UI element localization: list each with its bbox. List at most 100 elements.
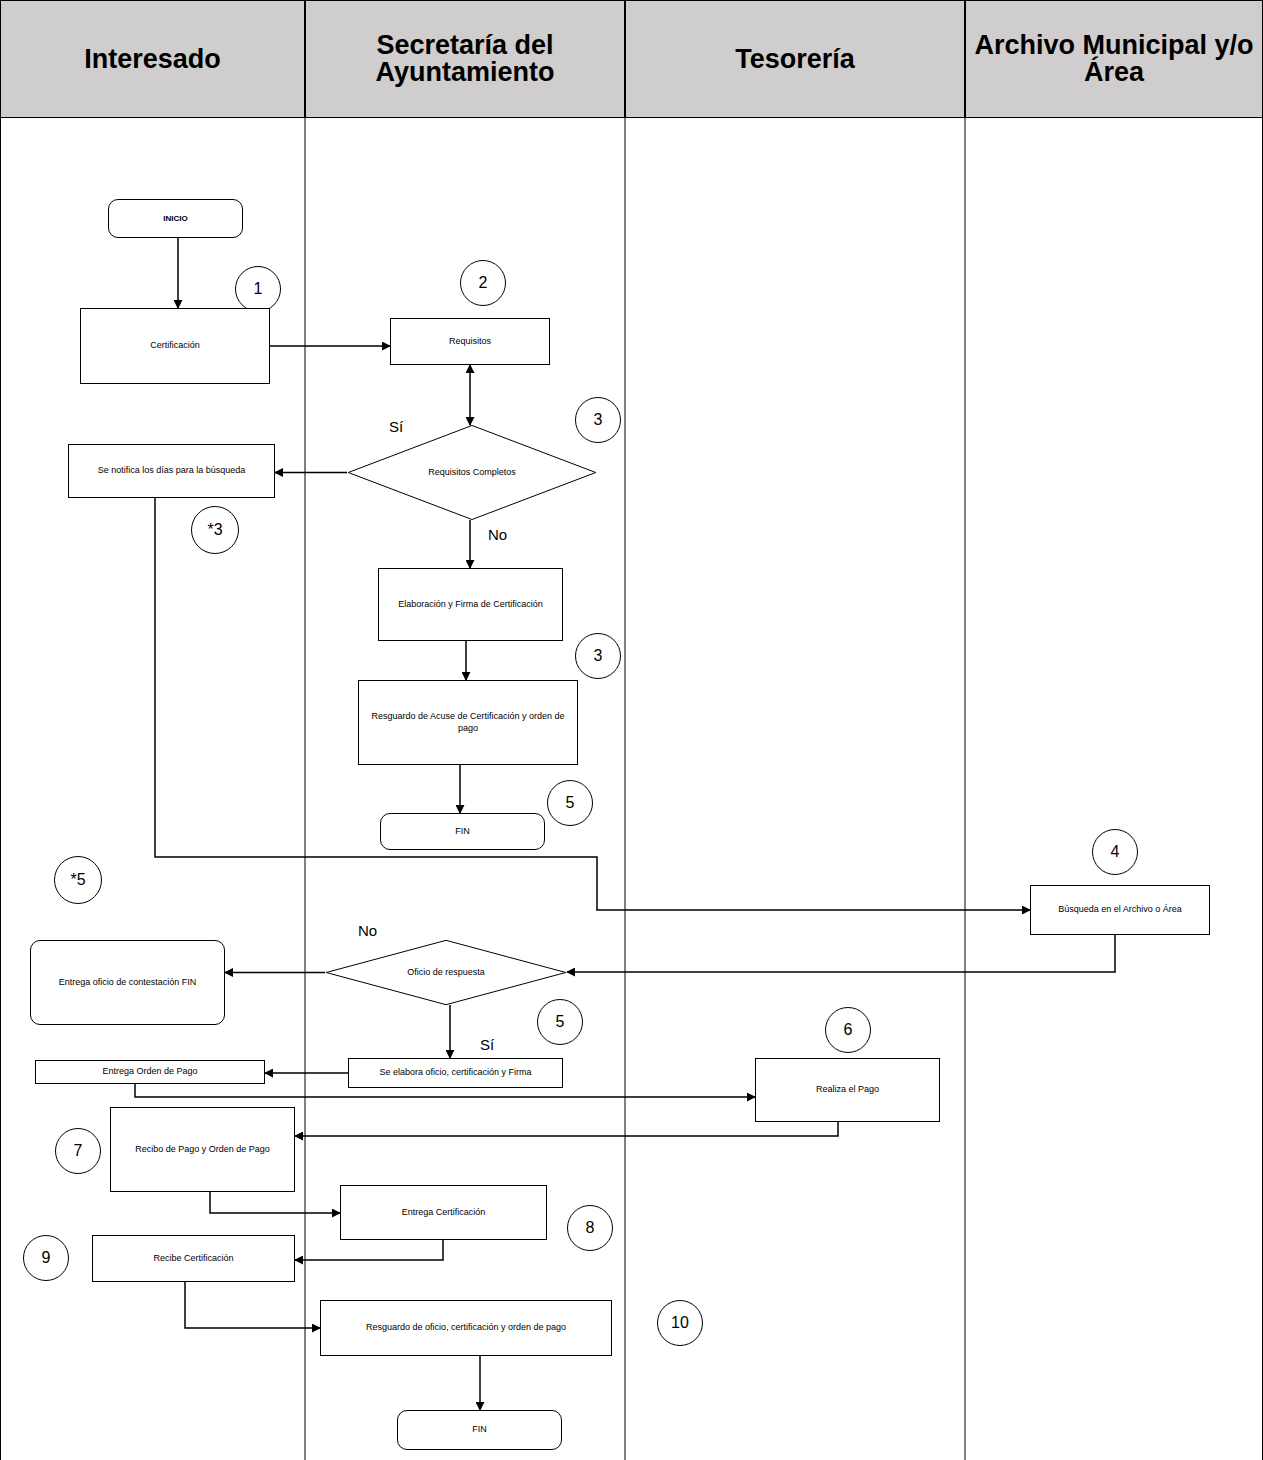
callout-number: 10 (657, 1300, 703, 1346)
callout-number: 2 (460, 260, 506, 306)
node-text: 5 (566, 795, 575, 811)
node-text: 4 (1111, 844, 1120, 860)
node-text: Requisitos Completos (428, 467, 516, 479)
node-text: FIN (455, 826, 470, 837)
connector-arrow (449, 1005, 451, 1058)
decision-diamond: Requisitos Completos (347, 425, 597, 520)
connector-arrow (469, 520, 471, 568)
terminator: INICIO (108, 199, 243, 238)
process-box: Entrega Orden de Pago (35, 1060, 265, 1084)
node-text: INICIO (163, 214, 187, 224)
callout-number: 5 (537, 999, 583, 1045)
node-text: FIN (472, 1424, 487, 1435)
edge-label: Sí (478, 1036, 496, 1053)
connector-arrow (479, 1356, 481, 1410)
connector-arrow (295, 1240, 443, 1260)
callout-number: 9 (23, 1235, 69, 1281)
node-text: Recibe Certificación (153, 1253, 233, 1264)
edge-label: Sí (387, 418, 405, 435)
node-text: *3 (207, 522, 222, 538)
callout-number: 8 (567, 1205, 613, 1251)
terminator: Entrega oficio de contestación FIN (30, 940, 225, 1025)
node-text: 8 (586, 1220, 595, 1236)
lane-header: Interesado (0, 0, 305, 118)
edge-label: No (486, 526, 509, 543)
connector-arrow (265, 1072, 348, 1074)
node-text: 1 (254, 281, 263, 297)
node-text: 9 (42, 1250, 51, 1266)
node-text: 10 (671, 1315, 689, 1331)
connector-arrow (275, 472, 347, 474)
connector-arrow (567, 935, 1115, 972)
node-text: Interesado (84, 46, 221, 73)
process-box: Elaboración y Firma de Certificación (378, 568, 563, 641)
node-text: Resguardo de oficio, certificación y ord… (366, 1322, 566, 1333)
lane-divider (965, 118, 966, 1460)
node-text: Recibo de Pago y Orden de Pago (135, 1144, 270, 1155)
lane-header: Archivo Municipal y/o Área (965, 0, 1263, 118)
process-box: Realiza el Pago (755, 1058, 940, 1122)
node-text: Entrega Certificación (402, 1207, 486, 1218)
connector-arrow (295, 1122, 838, 1136)
node-text: 7 (74, 1143, 83, 1159)
node-text: Entrega Orden de Pago (102, 1066, 197, 1077)
lane-header: Tesorería (625, 0, 965, 118)
callout-number: 7 (55, 1128, 101, 1174)
node-text: Tesorería (735, 46, 855, 73)
lane-border (0, 0, 1, 1460)
lane-header: Secretaría del Ayuntamiento (305, 0, 625, 118)
terminator: FIN (380, 813, 545, 850)
node-text: 3 (594, 648, 603, 664)
node-text: Entrega oficio de contestación FIN (59, 977, 197, 988)
node-text: Realiza el Pago (816, 1084, 879, 1095)
process-box: Requisitos (390, 318, 550, 365)
connector-arrow (469, 365, 471, 425)
connector-arrow (185, 1282, 320, 1328)
process-box: Recibe Certificación (92, 1235, 295, 1282)
process-box: Resguardo de oficio, certificación y ord… (320, 1300, 612, 1356)
process-box: Se notifica los días para la búsqueda (68, 444, 275, 498)
node-text: 3 (594, 412, 603, 428)
node-text: Resguardo de Acuse de Certificación y or… (365, 711, 571, 734)
callout-number: 5 (547, 780, 593, 826)
connector-arrow (155, 498, 1030, 910)
process-box: Certificación (80, 308, 270, 384)
callout-number: 3 (575, 633, 621, 679)
callout-number: *5 (54, 856, 102, 904)
terminator: FIN (397, 1410, 562, 1450)
process-box: Recibo de Pago y Orden de Pago (110, 1107, 295, 1192)
node-text: Se elabora oficio, certificación y Firma (379, 1067, 531, 1078)
node-text: Requisitos (449, 336, 491, 347)
node-text: 6 (844, 1022, 853, 1038)
node-text: Se notifica los días para la búsqueda (98, 465, 246, 476)
lane-divider (305, 118, 306, 1460)
node-text: Oficio de respuesta (407, 967, 485, 979)
lane-divider (625, 118, 626, 1460)
node-text: Búsqueda en el Archivo o Área (1058, 904, 1182, 915)
node-text: Archivo Municipal y/o Área (972, 32, 1256, 86)
node-text: Elaboración y Firma de Certificación (398, 599, 543, 610)
connector-arrow (465, 641, 467, 680)
node-text: Certificación (150, 340, 200, 351)
edge-label: No (356, 922, 379, 939)
node-text: Secretaría del Ayuntamiento (312, 32, 618, 86)
decision-diamond: Oficio de respuesta (325, 940, 567, 1005)
node-text: 5 (556, 1014, 565, 1030)
node-text: *5 (70, 872, 85, 888)
process-box: Entrega Certificación (340, 1185, 547, 1240)
callout-number: 3 (575, 397, 621, 443)
process-box: Resguardo de Acuse de Certificación y or… (358, 680, 578, 765)
connector-arrow (270, 345, 390, 347)
callout-number: *3 (191, 506, 239, 554)
connector-arrow (177, 238, 179, 308)
connector-arrow (459, 765, 461, 813)
connector-arrow (210, 1192, 340, 1213)
callout-number: 1 (235, 266, 281, 312)
connector-arrow (225, 972, 325, 974)
lane-border (1262, 0, 1263, 1460)
callout-number: 6 (825, 1007, 871, 1053)
process-box: Búsqueda en el Archivo o Área (1030, 885, 1210, 935)
callout-number: 4 (1092, 829, 1138, 875)
node-text: 2 (479, 275, 488, 291)
